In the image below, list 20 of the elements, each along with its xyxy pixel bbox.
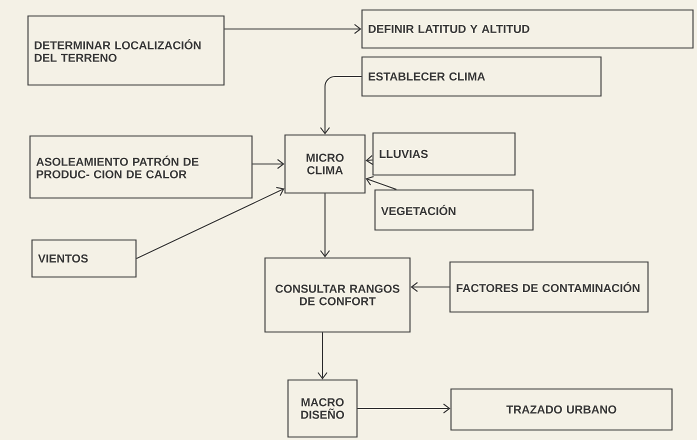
process-box: MACRO DISEÑO xyxy=(287,379,358,438)
process-box: ESTABLECER CLIMA xyxy=(361,56,602,97)
arrow xyxy=(358,404,450,414)
arrow xyxy=(410,282,450,292)
process-box: VIENTOS xyxy=(31,239,137,278)
process-box: DETERMINAR LOCALIZACIÓN DEL TERRENO xyxy=(27,15,225,86)
process-box: MICRO CLIMA xyxy=(284,134,366,194)
arrow xyxy=(136,186,284,259)
process-box: TRAZADO URBANO xyxy=(450,388,673,431)
arrow xyxy=(320,194,330,258)
arrow xyxy=(318,332,328,380)
process-box: LLUVIAS xyxy=(372,132,516,176)
arrow xyxy=(320,76,362,134)
process-box: FACTORES DE CONTAMINACIÓN xyxy=(449,261,649,313)
process-box: VEGETACIÓN xyxy=(374,189,534,231)
process-box: CONSULTAR RANGOS DE CONFORT xyxy=(264,257,411,333)
process-box: ASOLEAMIENTO PATRÓN DE PRODUC- CION DE CALOR xyxy=(29,135,253,199)
arrow xyxy=(252,159,284,169)
arrow xyxy=(224,24,362,34)
process-box: DEFINIR LATITUD Y ALTITUD xyxy=(361,9,694,49)
